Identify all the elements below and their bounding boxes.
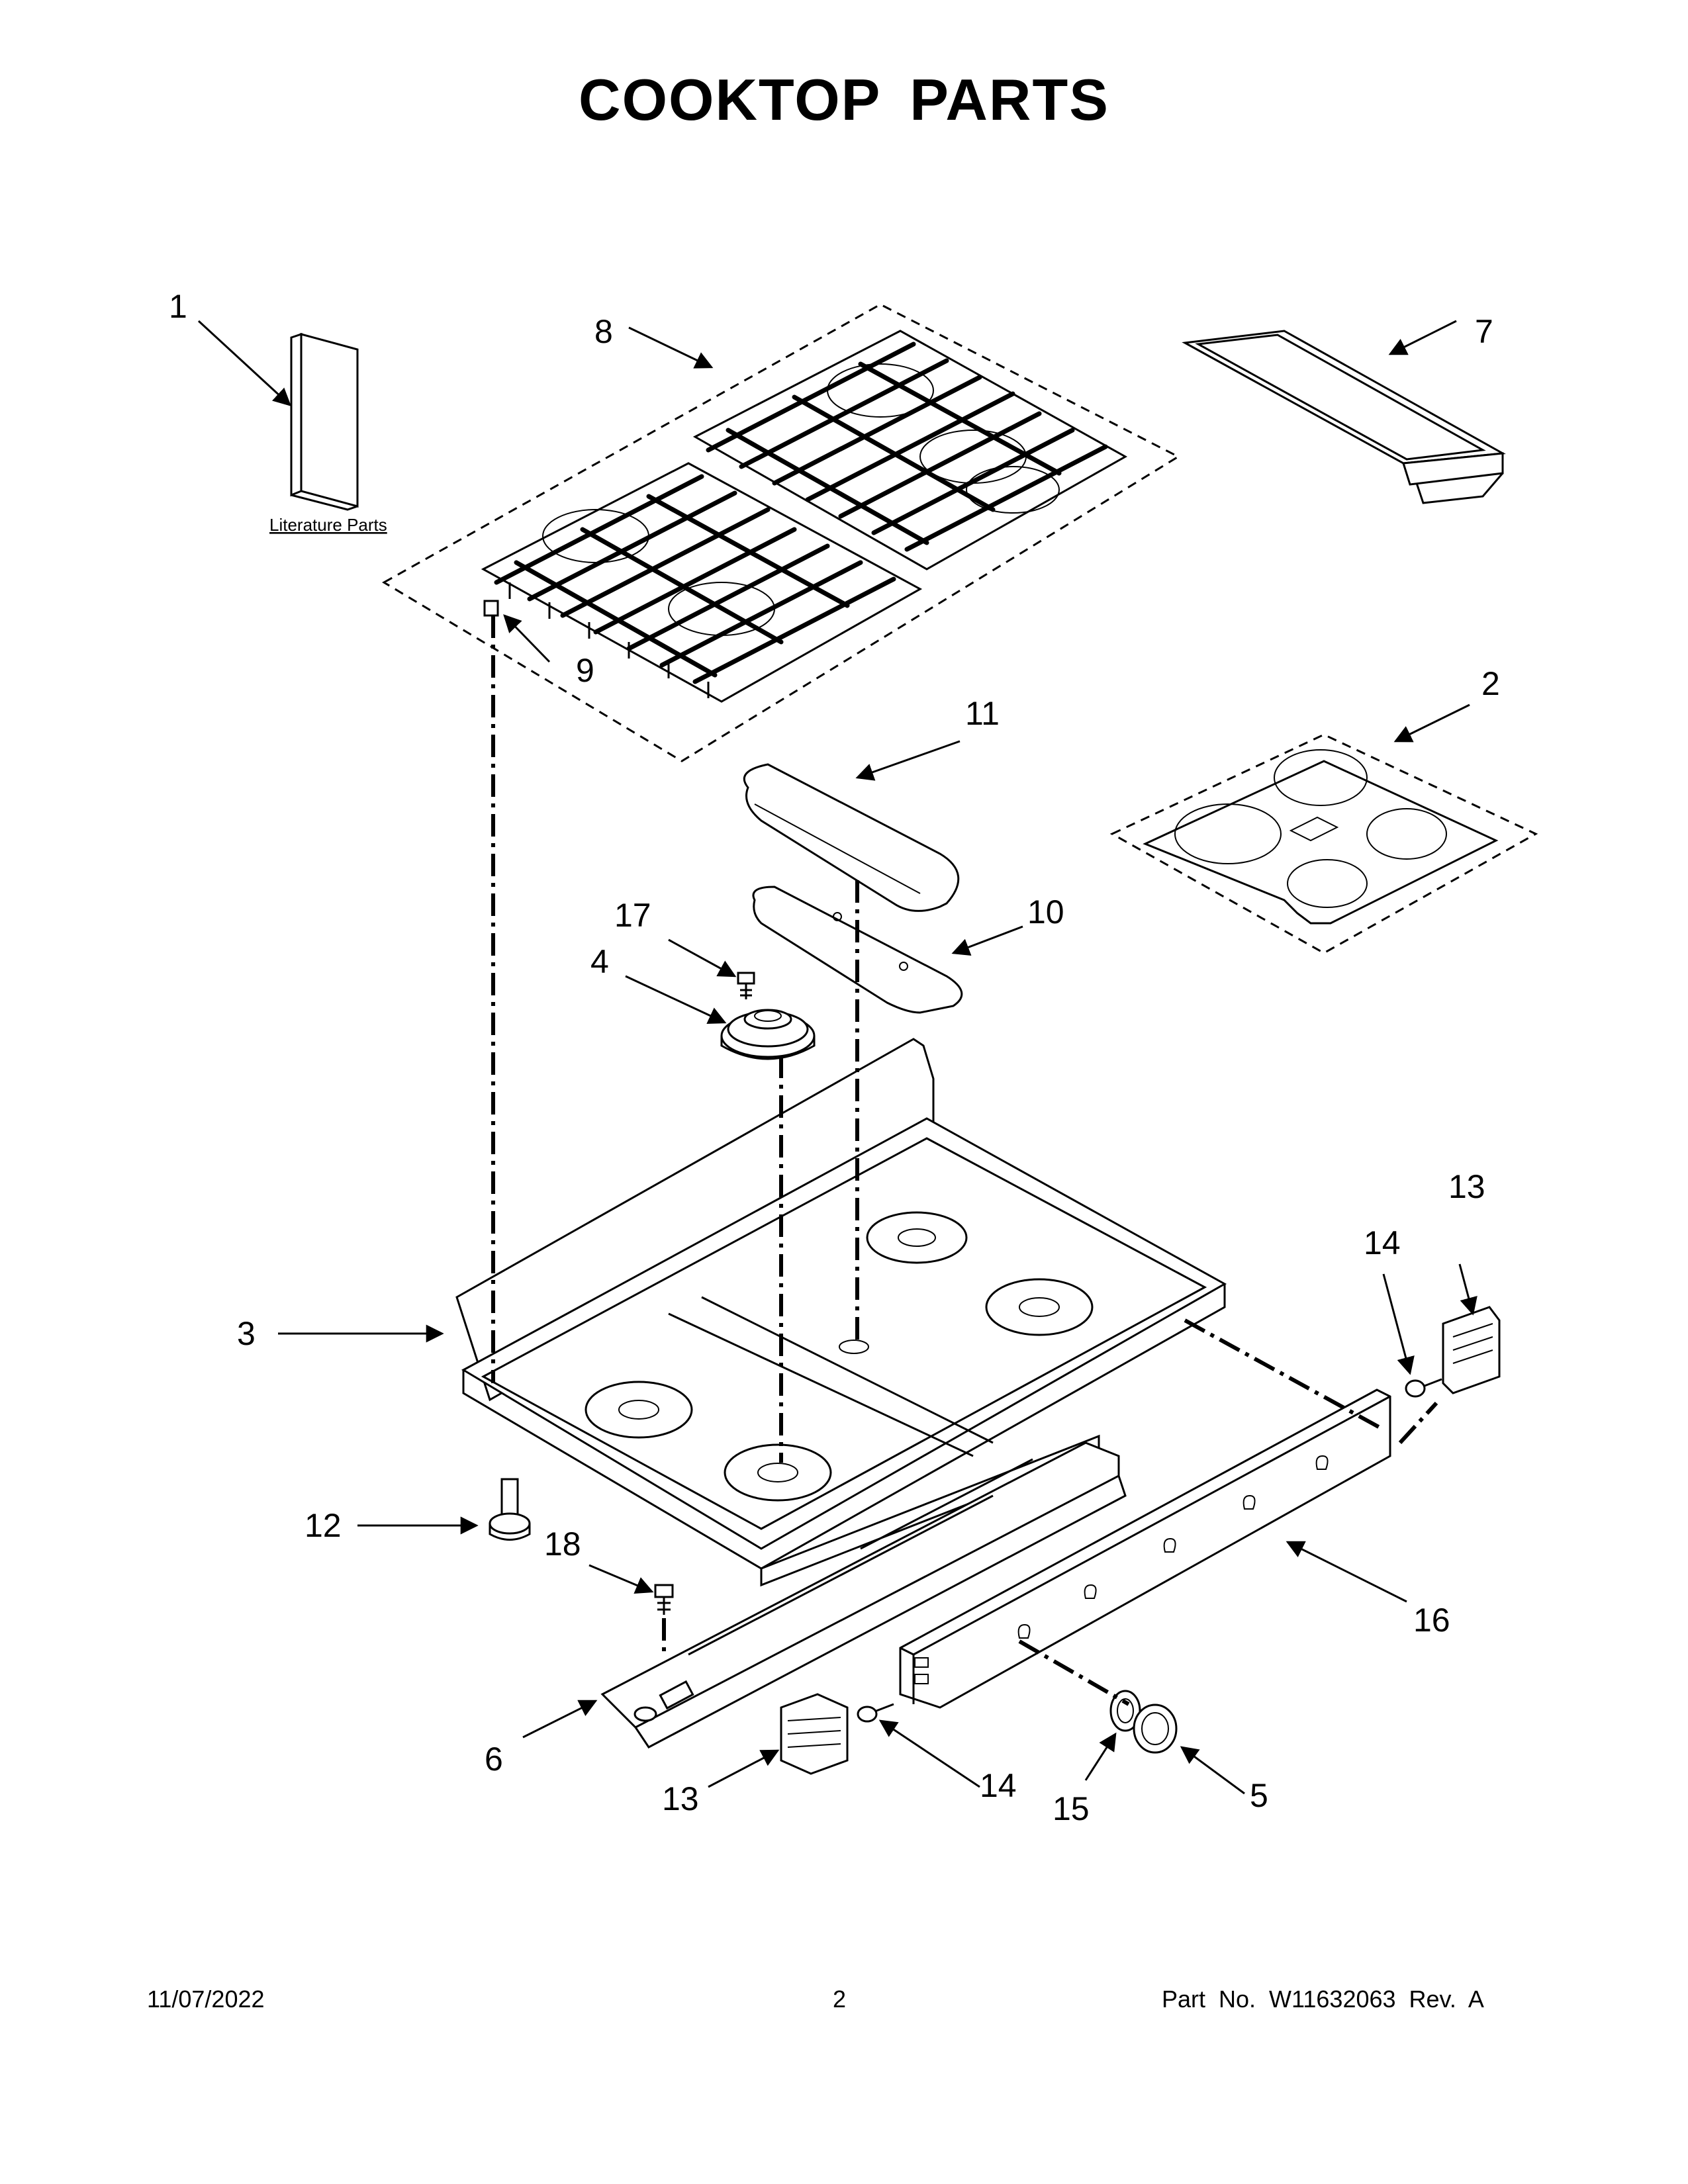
center-grate-cover — [743, 763, 960, 912]
screw-18 — [654, 1584, 674, 1615]
grate-bumper — [483, 600, 499, 617]
cooktop-glass — [1109, 733, 1538, 954]
callout-leaders — [197, 320, 1477, 1795]
callout-18: 18 — [544, 1525, 581, 1563]
front-panel-bracket — [600, 1441, 1127, 1749]
burner-grates — [382, 303, 1181, 762]
footer-date: 11/07/2022 — [147, 1985, 265, 2013]
callout-14-lower: 14 — [980, 1767, 1017, 1804]
callout-numbers: 1 8 7 9 11 2 10 17 4 13 14 3 12 18 16 6 … — [169, 288, 1500, 1827]
callout-14-upper: 14 — [1364, 1224, 1401, 1261]
control-manifold — [899, 1388, 1391, 1709]
bracket-clip-lower — [780, 1693, 849, 1775]
literature-parts-booklet: Literature Parts — [269, 332, 387, 535]
callout-16: 16 — [1413, 1602, 1450, 1639]
callout-2: 2 — [1481, 665, 1500, 702]
literature-parts-label: Literature Parts — [269, 515, 387, 535]
screw-17 — [737, 972, 755, 999]
callout-5: 5 — [1250, 1777, 1268, 1814]
footer-page-number: 2 — [833, 1985, 847, 2013]
callout-13-lower: 13 — [662, 1780, 699, 1817]
main-cooktop — [455, 1038, 1227, 1587]
callout-9: 9 — [576, 652, 594, 689]
screw-14-upper — [1405, 1378, 1442, 1398]
callout-3: 3 — [237, 1315, 256, 1352]
leveling-leg — [489, 1478, 531, 1541]
surface-burner — [720, 1009, 816, 1060]
callout-10: 10 — [1027, 893, 1064, 931]
callout-1: 1 — [169, 288, 187, 325]
callout-13-upper: 13 — [1448, 1168, 1485, 1205]
bracket-clip-upper — [1442, 1306, 1501, 1394]
assembly-lines — [491, 615, 1438, 1706]
callout-11: 11 — [965, 695, 1000, 732]
control-knob — [1133, 1704, 1178, 1754]
page-title: COOKTOP PARTS — [579, 67, 1109, 132]
griddle — [1182, 330, 1506, 504]
callout-15: 15 — [1053, 1790, 1090, 1827]
screw-14-lower — [857, 1703, 894, 1723]
callout-12: 12 — [305, 1507, 342, 1544]
callout-8: 8 — [594, 313, 613, 350]
callout-4: 4 — [590, 943, 609, 980]
callout-6: 6 — [485, 1741, 503, 1778]
callout-7: 7 — [1475, 313, 1493, 350]
callout-17: 17 — [614, 897, 651, 934]
footer-part-number: Part No. W11632063 Rev. A — [1162, 1985, 1484, 2013]
